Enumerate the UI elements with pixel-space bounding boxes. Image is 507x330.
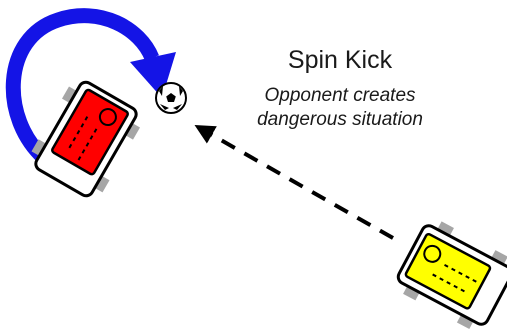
yellow-robot (392, 215, 507, 330)
red-robot (25, 75, 146, 203)
soccer-ball-icon (156, 83, 186, 113)
dashed-path-arrow (198, 127, 393, 238)
diagram-subtitle-line-1: Opponent creates (235, 84, 445, 107)
diagram-title: Spin Kick (235, 46, 445, 75)
diagram-subtitle-line-2: dangerous situation (235, 108, 445, 131)
